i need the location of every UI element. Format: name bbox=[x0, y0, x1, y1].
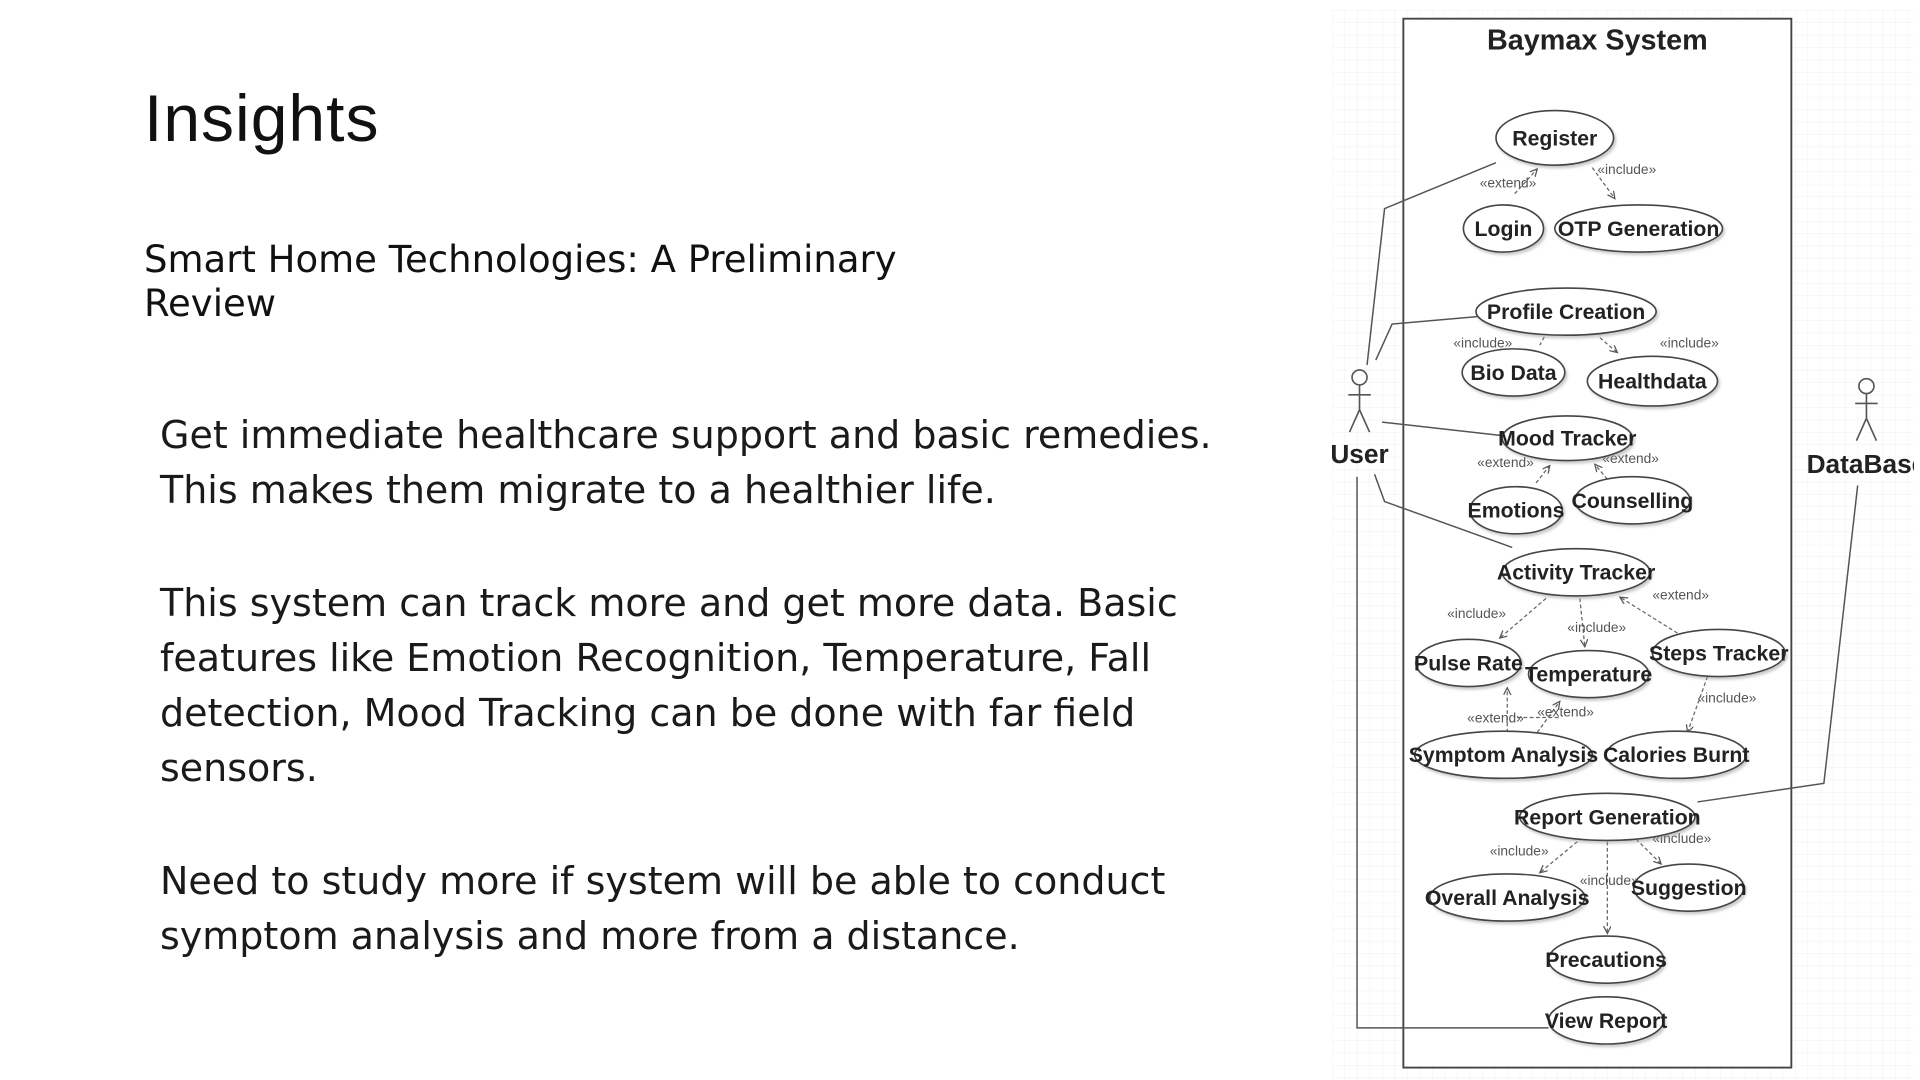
use-case-calories-burnt bbox=[1605, 730, 1748, 780]
stereotype-include-calories: «include» bbox=[1697, 691, 1756, 706]
use-case-profile-creation-label: Profile Creation bbox=[1487, 301, 1645, 324]
user-actor bbox=[1348, 369, 1371, 433]
stereotype-include-precautions: «include» bbox=[1580, 873, 1639, 888]
use-case-healthdata bbox=[1586, 355, 1719, 407]
insight-paragraph-2: This system can track more and get more … bbox=[160, 581, 1178, 790]
use-case-steps-tracker-label: Steps Tracker bbox=[1649, 643, 1788, 666]
use-case-report-generation-label: Report Generation bbox=[1514, 806, 1701, 829]
use-case-otp-generation-label: OTP Generation bbox=[1558, 218, 1719, 241]
stereotype-include-temperature: «include» bbox=[1567, 620, 1626, 635]
use-case-bio-data bbox=[1461, 348, 1566, 397]
use-case-calories-burnt-label: Calories Burnt bbox=[1603, 744, 1749, 767]
use-case-counselling-label: Counselling bbox=[1572, 490, 1694, 513]
use-cases bbox=[1413, 109, 1786, 1045]
use-case-labels: Register Login OTP Generation Profile Cr… bbox=[1409, 127, 1789, 1032]
use-case-mood-tracker-label: Mood Tracker bbox=[1498, 428, 1636, 451]
use-case-overall-analysis-label: Overall Analysis bbox=[1425, 887, 1590, 910]
insight-paragraph-3: Need to study more if system will be abl… bbox=[160, 859, 1166, 958]
stereotype-include-overall: «include» bbox=[1490, 843, 1549, 858]
use-case-login-label: Login bbox=[1475, 218, 1533, 241]
use-case-view-report-label: View Report bbox=[1545, 1010, 1667, 1033]
use-case-activity-tracker-label: Activity Tracker bbox=[1497, 562, 1655, 585]
use-case-activity-tracker bbox=[1501, 547, 1651, 597]
use-case-otp-generation bbox=[1553, 204, 1724, 253]
use-case-symptom-analysis-label: Symptom Analysis bbox=[1409, 744, 1598, 767]
use-case-report-generation bbox=[1518, 792, 1696, 842]
stereotype-include-biodata: «include» bbox=[1453, 336, 1512, 351]
stereotype-extend-emotions: «extend» bbox=[1477, 455, 1534, 470]
use-case-temperature bbox=[1527, 649, 1650, 699]
use-case-precautions bbox=[1547, 935, 1665, 984]
use-case-profile-creation bbox=[1475, 287, 1657, 337]
use-case-diagram: Baymax System User DataBase bbox=[1332, 10, 1914, 1080]
use-case-emotions-label: Emotions bbox=[1468, 500, 1565, 523]
stereotype-include-otp: «include» bbox=[1597, 162, 1656, 177]
stereotype-extend-steps: «extend» bbox=[1652, 588, 1709, 603]
stereotype-extend-symptom-pulse: «extend» bbox=[1467, 711, 1524, 726]
use-case-pulse-rate-label: Pulse Rate bbox=[1414, 652, 1523, 675]
user-actor-label: User bbox=[1332, 439, 1389, 469]
use-case-login bbox=[1462, 204, 1545, 253]
use-case-suggestion-label: Suggestion bbox=[1631, 877, 1747, 900]
stereotype-include-healthdata: «include» bbox=[1660, 336, 1719, 351]
actor-associations bbox=[1356, 161, 1859, 1029]
stereotype-include-pulse: «include» bbox=[1447, 606, 1506, 621]
slide-title: Insights bbox=[144, 81, 380, 155]
use-case-bio-data-label: Bio Data bbox=[1470, 362, 1556, 385]
system-title: Baymax System bbox=[1487, 25, 1708, 57]
database-actor-label: DataBase bbox=[1807, 449, 1914, 479]
use-case-precautions-label: Precautions bbox=[1545, 949, 1667, 972]
use-case-diagram-svg: Baymax System User DataBase bbox=[1332, 10, 1914, 1080]
dependency-arrows bbox=[1500, 167, 1709, 934]
use-case-temperature-label: Temperature bbox=[1525, 664, 1652, 687]
insight-paragraph-1: Get immediate healthcare support and bas… bbox=[160, 413, 1212, 512]
use-case-mood-tracker bbox=[1501, 415, 1634, 462]
use-case-emotions bbox=[1468, 485, 1564, 535]
stereotype-extend-login: «extend» bbox=[1480, 176, 1537, 191]
use-case-overall-analysis bbox=[1428, 873, 1586, 922]
use-case-steps-tracker bbox=[1651, 628, 1786, 678]
slide-subtitle: Smart Home Technologies: A Preliminary R… bbox=[144, 238, 897, 325]
use-case-counselling bbox=[1573, 475, 1691, 525]
stereotype-extend-symptom-temperature: «extend» bbox=[1537, 704, 1594, 719]
use-case-register-label: Register bbox=[1512, 127, 1597, 150]
use-case-healthdata-label: Healthdata bbox=[1598, 371, 1707, 394]
use-case-suggestion bbox=[1632, 863, 1745, 912]
use-case-symptom-analysis bbox=[1413, 730, 1594, 780]
use-case-register bbox=[1495, 109, 1615, 166]
use-case-pulse-rate bbox=[1415, 638, 1522, 688]
database-actor bbox=[1855, 377, 1878, 442]
stereotype-extend-counselling: «extend» bbox=[1602, 451, 1659, 466]
insights-body: Get immediate healthcare support and bas… bbox=[160, 408, 1240, 1022]
use-case-view-report bbox=[1547, 996, 1665, 1045]
